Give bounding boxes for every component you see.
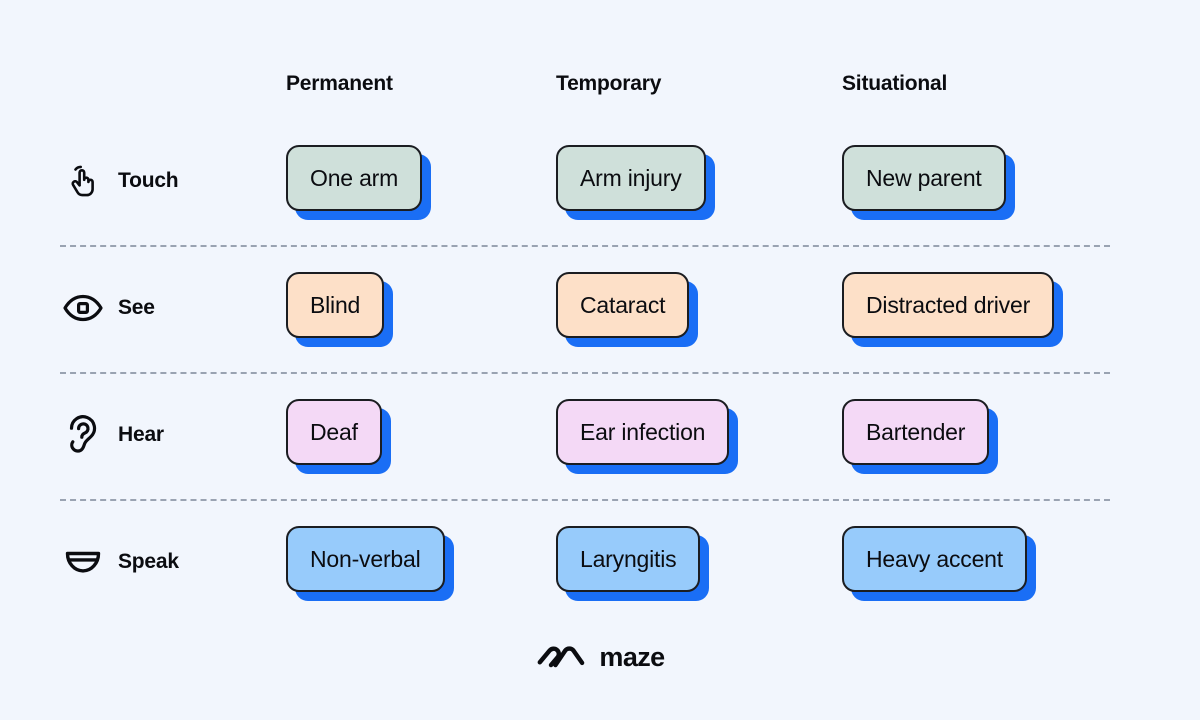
cell-see-permanent: Blind (286, 272, 385, 348)
ear-icon (62, 414, 104, 456)
chip-one-arm[interactable]: One arm (286, 145, 423, 211)
cell-speak-temporary: Laryngitis (556, 526, 701, 602)
cell-see-temporary: Cataract (556, 272, 690, 348)
matrix-row-hear: Hear Deaf Ear infection Bartender (0, 372, 1200, 499)
cell-hear-temporary: Ear infection (556, 399, 730, 475)
chip-arm-injury[interactable]: Arm injury (556, 145, 706, 211)
cell-speak-permanent: Non-verbal (286, 526, 445, 602)
chip-non-verbal[interactable]: Non-verbal (286, 526, 445, 592)
chip-ear-infection[interactable]: Ear infection (556, 399, 730, 465)
cell-touch-situational: New parent (842, 145, 1006, 221)
matrix-row-see: See Blind Cataract Distracted driver (0, 245, 1200, 372)
row-divider-1 (60, 245, 1110, 247)
hand-tap-icon (62, 160, 104, 202)
cell-touch-temporary: Arm injury (556, 145, 706, 221)
chip-cataract[interactable]: Cataract (556, 272, 690, 338)
row-name-speak: Speak (118, 550, 179, 573)
brand-name: maze (599, 642, 665, 672)
chip-distracted-driver[interactable]: Distracted driver (842, 272, 1055, 338)
column-header-situational: Situational (842, 72, 948, 95)
row-name-see: See (118, 296, 155, 319)
matrix-row-speak: Speak Non-verbal Laryngitis Heavy accent (0, 499, 1200, 626)
column-header-temporary: Temporary (556, 72, 662, 95)
cell-hear-situational: Bartender (842, 399, 990, 475)
row-label-touch: Touch (62, 156, 179, 206)
cell-hear-permanent: Deaf (286, 399, 382, 475)
mouth-smile-icon (62, 541, 104, 583)
column-header-permanent: Permanent (286, 72, 393, 95)
row-label-hear: Hear (62, 410, 164, 460)
row-label-speak: Speak (62, 537, 179, 587)
chip-new-parent[interactable]: New parent (842, 145, 1006, 211)
column-header-row: Permanent Temporary Situational (0, 72, 1200, 108)
chip-bartender[interactable]: Bartender (842, 399, 990, 465)
row-divider-3 (60, 499, 1110, 501)
chip-deaf[interactable]: Deaf (286, 399, 382, 465)
cell-see-situational: Distracted driver (842, 272, 1055, 348)
row-name-hear: Hear (118, 423, 164, 446)
chip-laryngitis[interactable]: Laryngitis (556, 526, 701, 592)
cell-touch-permanent: One arm (286, 145, 423, 221)
eye-icon (62, 287, 104, 329)
cell-speak-situational: Heavy accent (842, 526, 1027, 602)
brand-footer: maze (0, 640, 1200, 675)
matrix-row-touch: Touch One arm Arm injury New parent (0, 118, 1200, 245)
chip-heavy-accent[interactable]: Heavy accent (842, 526, 1027, 592)
row-name-touch: Touch (118, 169, 179, 192)
chip-blind[interactable]: Blind (286, 272, 385, 338)
row-label-see: See (62, 283, 155, 333)
row-divider-2 (60, 372, 1110, 374)
maze-logo-icon (535, 640, 587, 675)
